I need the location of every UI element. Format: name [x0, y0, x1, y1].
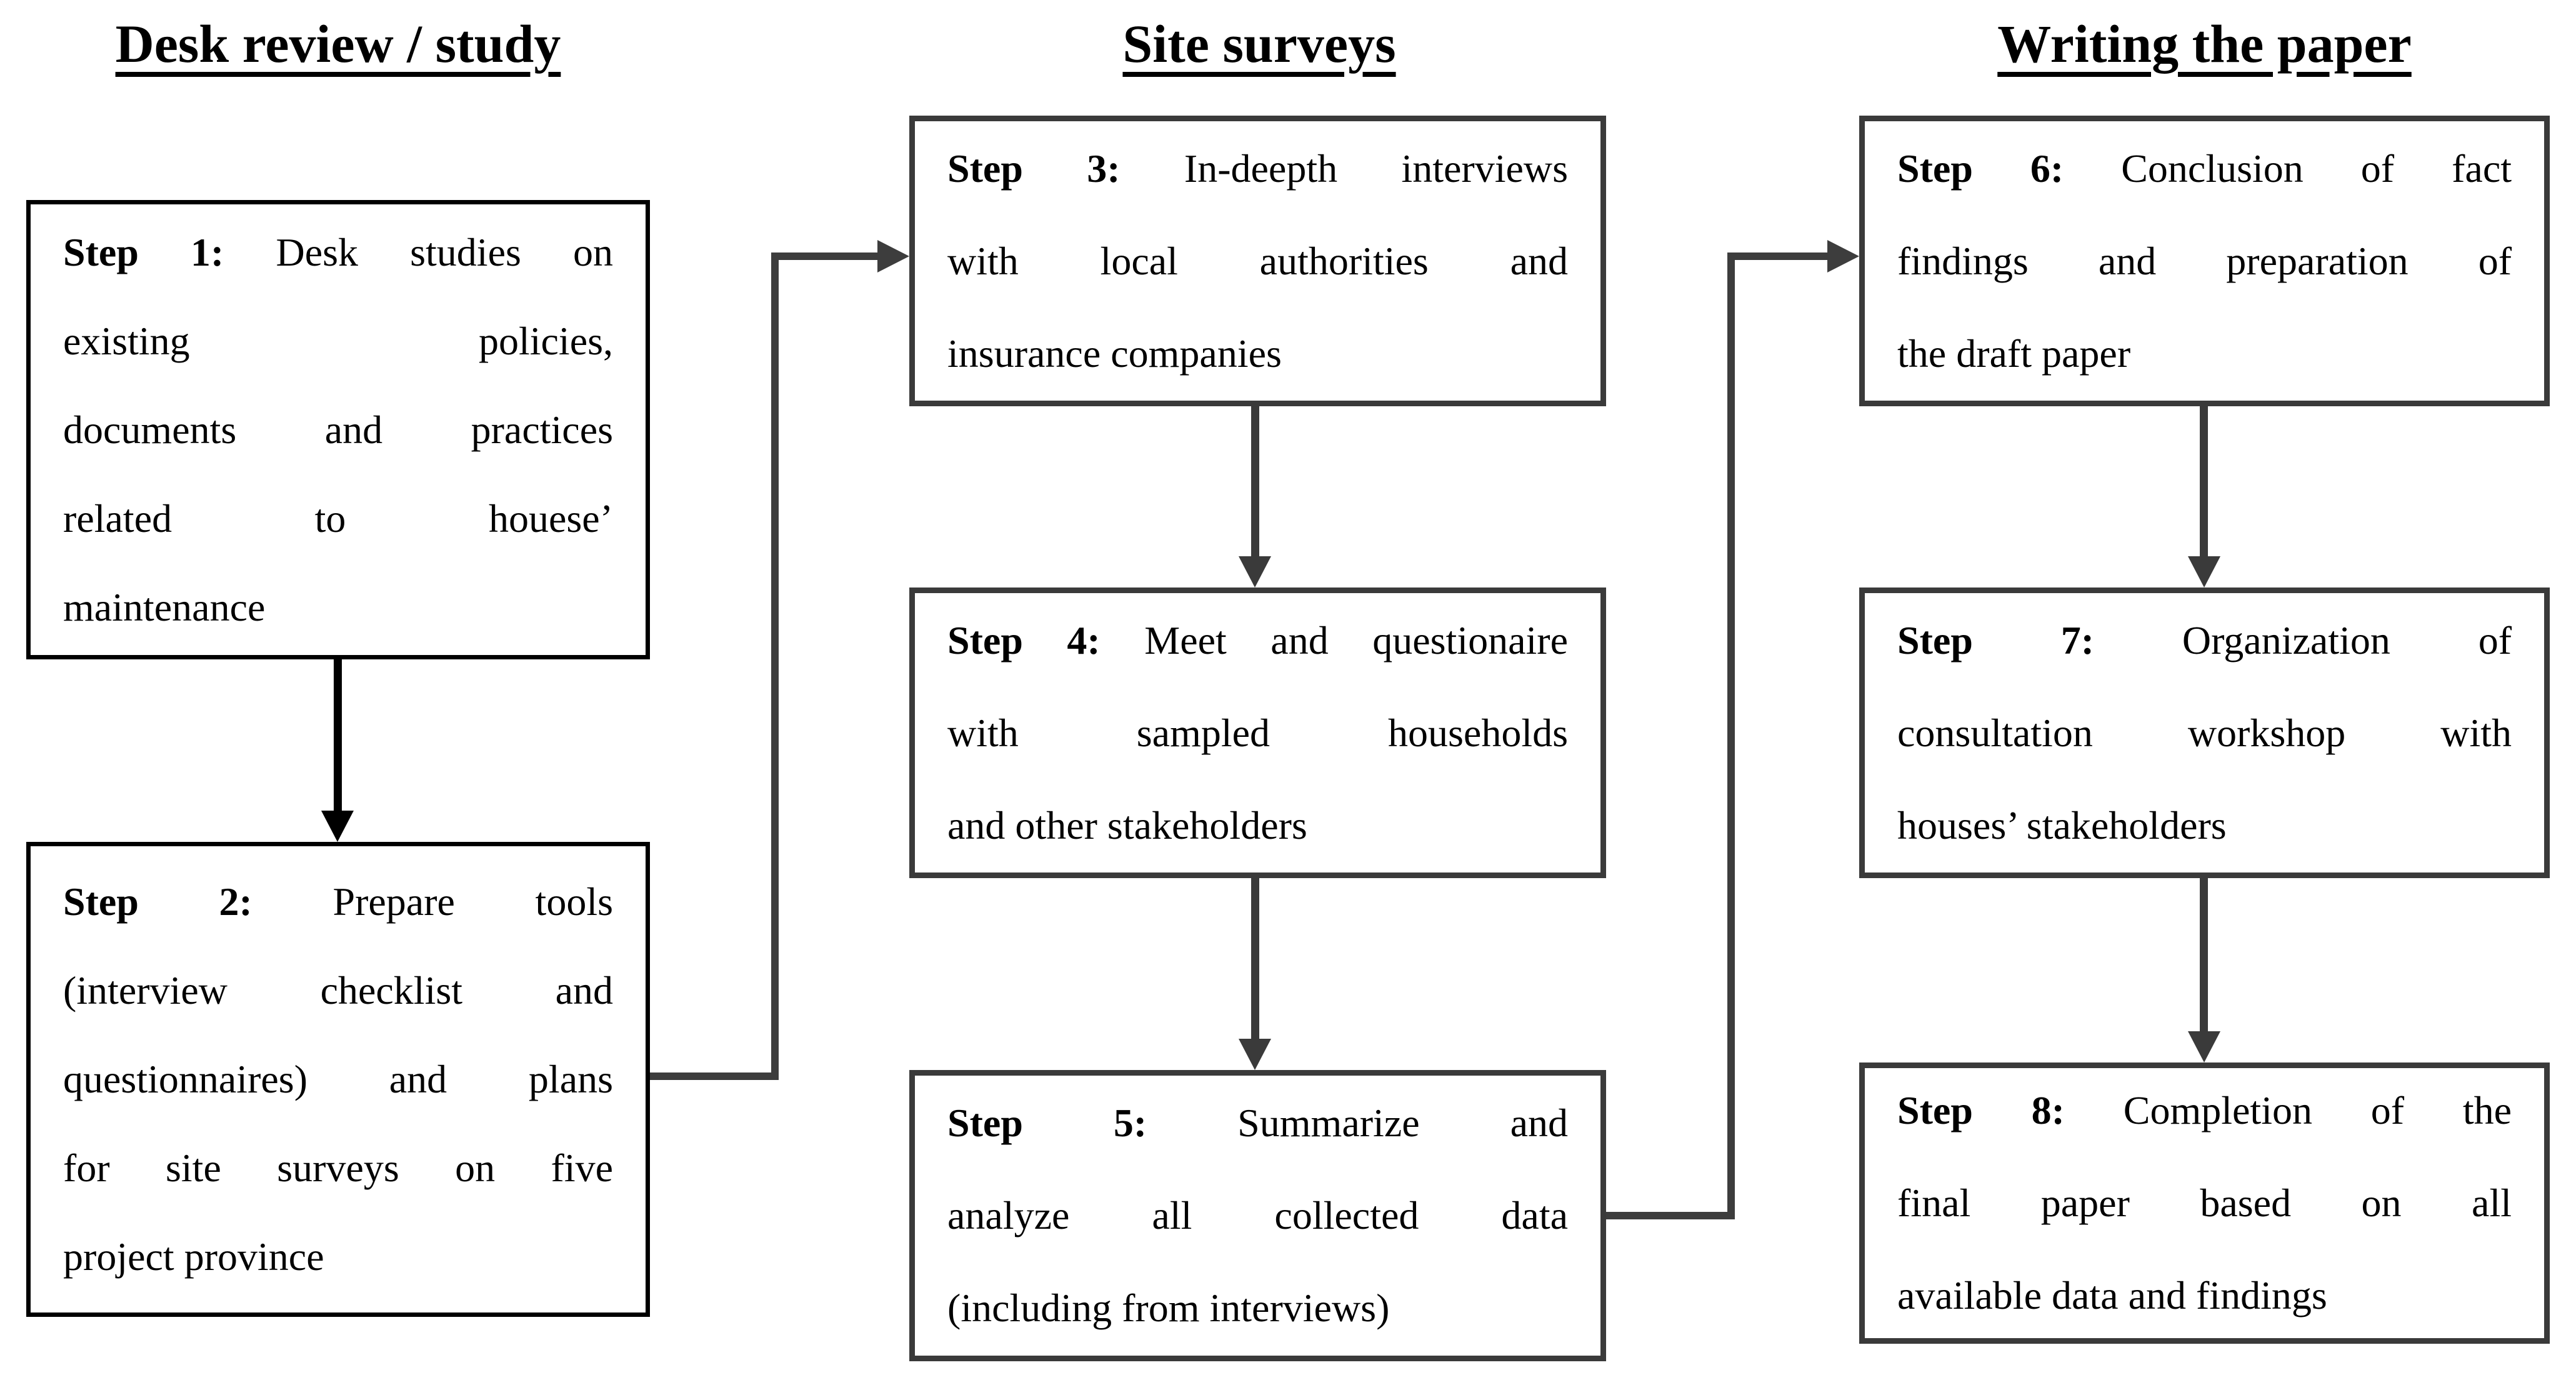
box-text-line: findings and preparation of — [1897, 238, 2512, 283]
box-text: Meet and questionaire — [1144, 618, 1569, 662]
box-text-line: final paper based on all — [1897, 1181, 2512, 1225]
connector-segment — [650, 1072, 779, 1080]
box-text-line: Step 7: Organization of — [1897, 594, 2512, 687]
box-text-line: (interview checklist and — [63, 968, 613, 1012]
arrow-line — [2200, 406, 2208, 558]
step-label: Step 3: — [947, 146, 1121, 191]
box-text-line: (including from interviews) — [947, 1286, 1390, 1330]
box-text-line: Step 5: Summarize and — [947, 1077, 1568, 1169]
arrow-down-icon — [2188, 556, 2220, 588]
box-text: Completion of the — [2123, 1088, 2512, 1132]
arrow-down-icon — [1239, 1039, 1271, 1070]
step-6-box: Step 6: Conclusion of fact findings and … — [1859, 116, 2550, 406]
connector-segment — [1727, 252, 1827, 260]
arrow-line — [1251, 406, 1259, 558]
box-text-line: Step 1: Desk studies on — [63, 208, 613, 297]
box-text-line: consultation workshop with — [1897, 710, 2512, 755]
box-text-line: Step 3: In-deepth interviews — [947, 122, 1568, 215]
box-text-line: insurance companies — [947, 331, 1282, 376]
box-text: Prepare tools — [332, 879, 613, 924]
box-text: Summarize and — [1237, 1101, 1568, 1145]
box-text-line: Step 2: Prepare tools — [63, 858, 613, 946]
box-text: Organization of — [2182, 618, 2512, 662]
box-text-line: analyze all collected data — [947, 1193, 1568, 1238]
box-text-line: Step 6: Conclusion of fact — [1897, 122, 2512, 215]
step-label: Step 6: — [1897, 146, 2064, 191]
step-label: Step 8: — [1897, 1088, 2065, 1132]
box-text-line: available data and findings — [1897, 1273, 2327, 1318]
box-text-line: the draft paper — [1897, 331, 2131, 376]
connector-segment — [771, 252, 779, 1080]
arrow-down-icon — [321, 811, 354, 842]
box-text-line: and other stakeholders — [947, 802, 1307, 848]
box-text-line: project province — [63, 1234, 324, 1279]
step-label: Step 1: — [63, 229, 224, 274]
step-label: Step 2: — [63, 879, 252, 924]
arrow-down-icon — [2188, 1031, 2220, 1062]
step-5-box: Step 5: Summarize and analyze all collec… — [909, 1070, 1606, 1361]
step-label: Step 7: — [1897, 618, 2095, 662]
box-text-line: questionnaires) and plans — [63, 1057, 613, 1101]
step-label: Step 5: — [947, 1101, 1147, 1145]
step-7-box: Step 7: Organization of consultation wor… — [1859, 588, 2550, 878]
arrow-line — [2200, 878, 2208, 1031]
box-text-line: maintenance — [63, 584, 266, 629]
box-text-line: Step 8: Completion of the — [1897, 1064, 2512, 1157]
box-text: Conclusion of fact — [2121, 146, 2512, 191]
arrow-right-icon — [877, 240, 909, 272]
box-text: Desk studies on — [276, 229, 614, 274]
connector-segment — [1727, 252, 1735, 1219]
step-label: Step 4: — [947, 618, 1101, 662]
step-2-box: Step 2: Prepare tools (interview checkli… — [26, 842, 650, 1317]
column-header-site-surveys: Site surveys — [1122, 14, 1396, 74]
arrow-line — [334, 659, 342, 812]
connector-segment — [771, 252, 877, 260]
box-text-line: with local authorities and — [947, 238, 1568, 283]
box-text-line: houses’ stakeholders — [1897, 802, 2227, 848]
box-text-line: for site surveys on five — [63, 1146, 613, 1190]
arrow-down-icon — [1239, 556, 1271, 588]
step-4-box: Step 4: Meet and questionaire with sampl… — [909, 588, 1606, 878]
column-header-writing-paper: Writing the paper — [1997, 14, 2412, 74]
box-text: In-deepth interviews — [1184, 146, 1569, 191]
box-text-line: with sampled households — [947, 710, 1568, 755]
step-8-box: Step 8: Completion of the final paper ba… — [1859, 1062, 2550, 1344]
box-text-line: Step 4: Meet and questionaire — [947, 594, 1568, 687]
arrow-right-icon — [1827, 240, 1859, 272]
arrow-line — [1251, 878, 1259, 1039]
box-text-line: documents and practices — [63, 407, 613, 452]
box-text-line: existing policies, — [63, 318, 613, 363]
connector-segment — [1606, 1212, 1735, 1219]
column-header-desk-review: Desk review / study — [115, 14, 561, 74]
step-3-box: Step 3: In-deepth interviews with local … — [909, 116, 1606, 406]
step-1-box: Step 1: Desk studies on existing policie… — [26, 200, 650, 659]
box-text-line: related to houese’ — [63, 496, 613, 541]
